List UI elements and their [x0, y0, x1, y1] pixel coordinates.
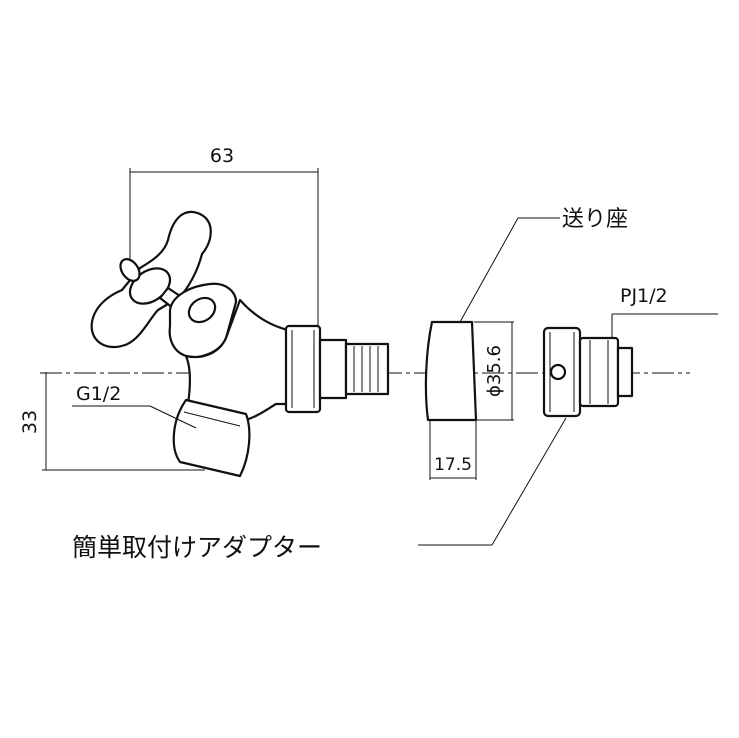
adapter-outlet — [616, 346, 634, 398]
adapter-body — [578, 336, 620, 408]
seat-diameter-label: ϕ35.6 — [484, 345, 505, 397]
outlet-thread-label: PJ1/2 — [620, 285, 668, 307]
outlet-thread — [344, 342, 390, 396]
inlet-thread-label: G1/2 — [76, 383, 121, 405]
seat-body — [424, 320, 478, 422]
dimension-17-5-label: 17.5 — [434, 455, 472, 475]
adapter-label: 簡単取付けアダプター — [72, 533, 322, 562]
seat-label: 送り座 — [562, 207, 628, 232]
dimension-33-label: 33 — [19, 410, 41, 434]
adapter-part: PJ1/2 簡単取付けアダプター — [72, 285, 718, 562]
inlet-fitting — [172, 398, 251, 478]
seat-part: 17.5 ϕ35.6 送り座 — [424, 207, 628, 480]
handle-boss — [119, 258, 141, 282]
dimension-overall-width: 63 — [129, 145, 319, 325]
faucet — [90, 210, 390, 478]
dimension-height: 33 — [19, 372, 205, 471]
faucet-hex-nut — [284, 324, 322, 414]
inlet-thread-callout: G1/2 — [72, 383, 197, 429]
dimension-63-label: 63 — [210, 145, 234, 167]
